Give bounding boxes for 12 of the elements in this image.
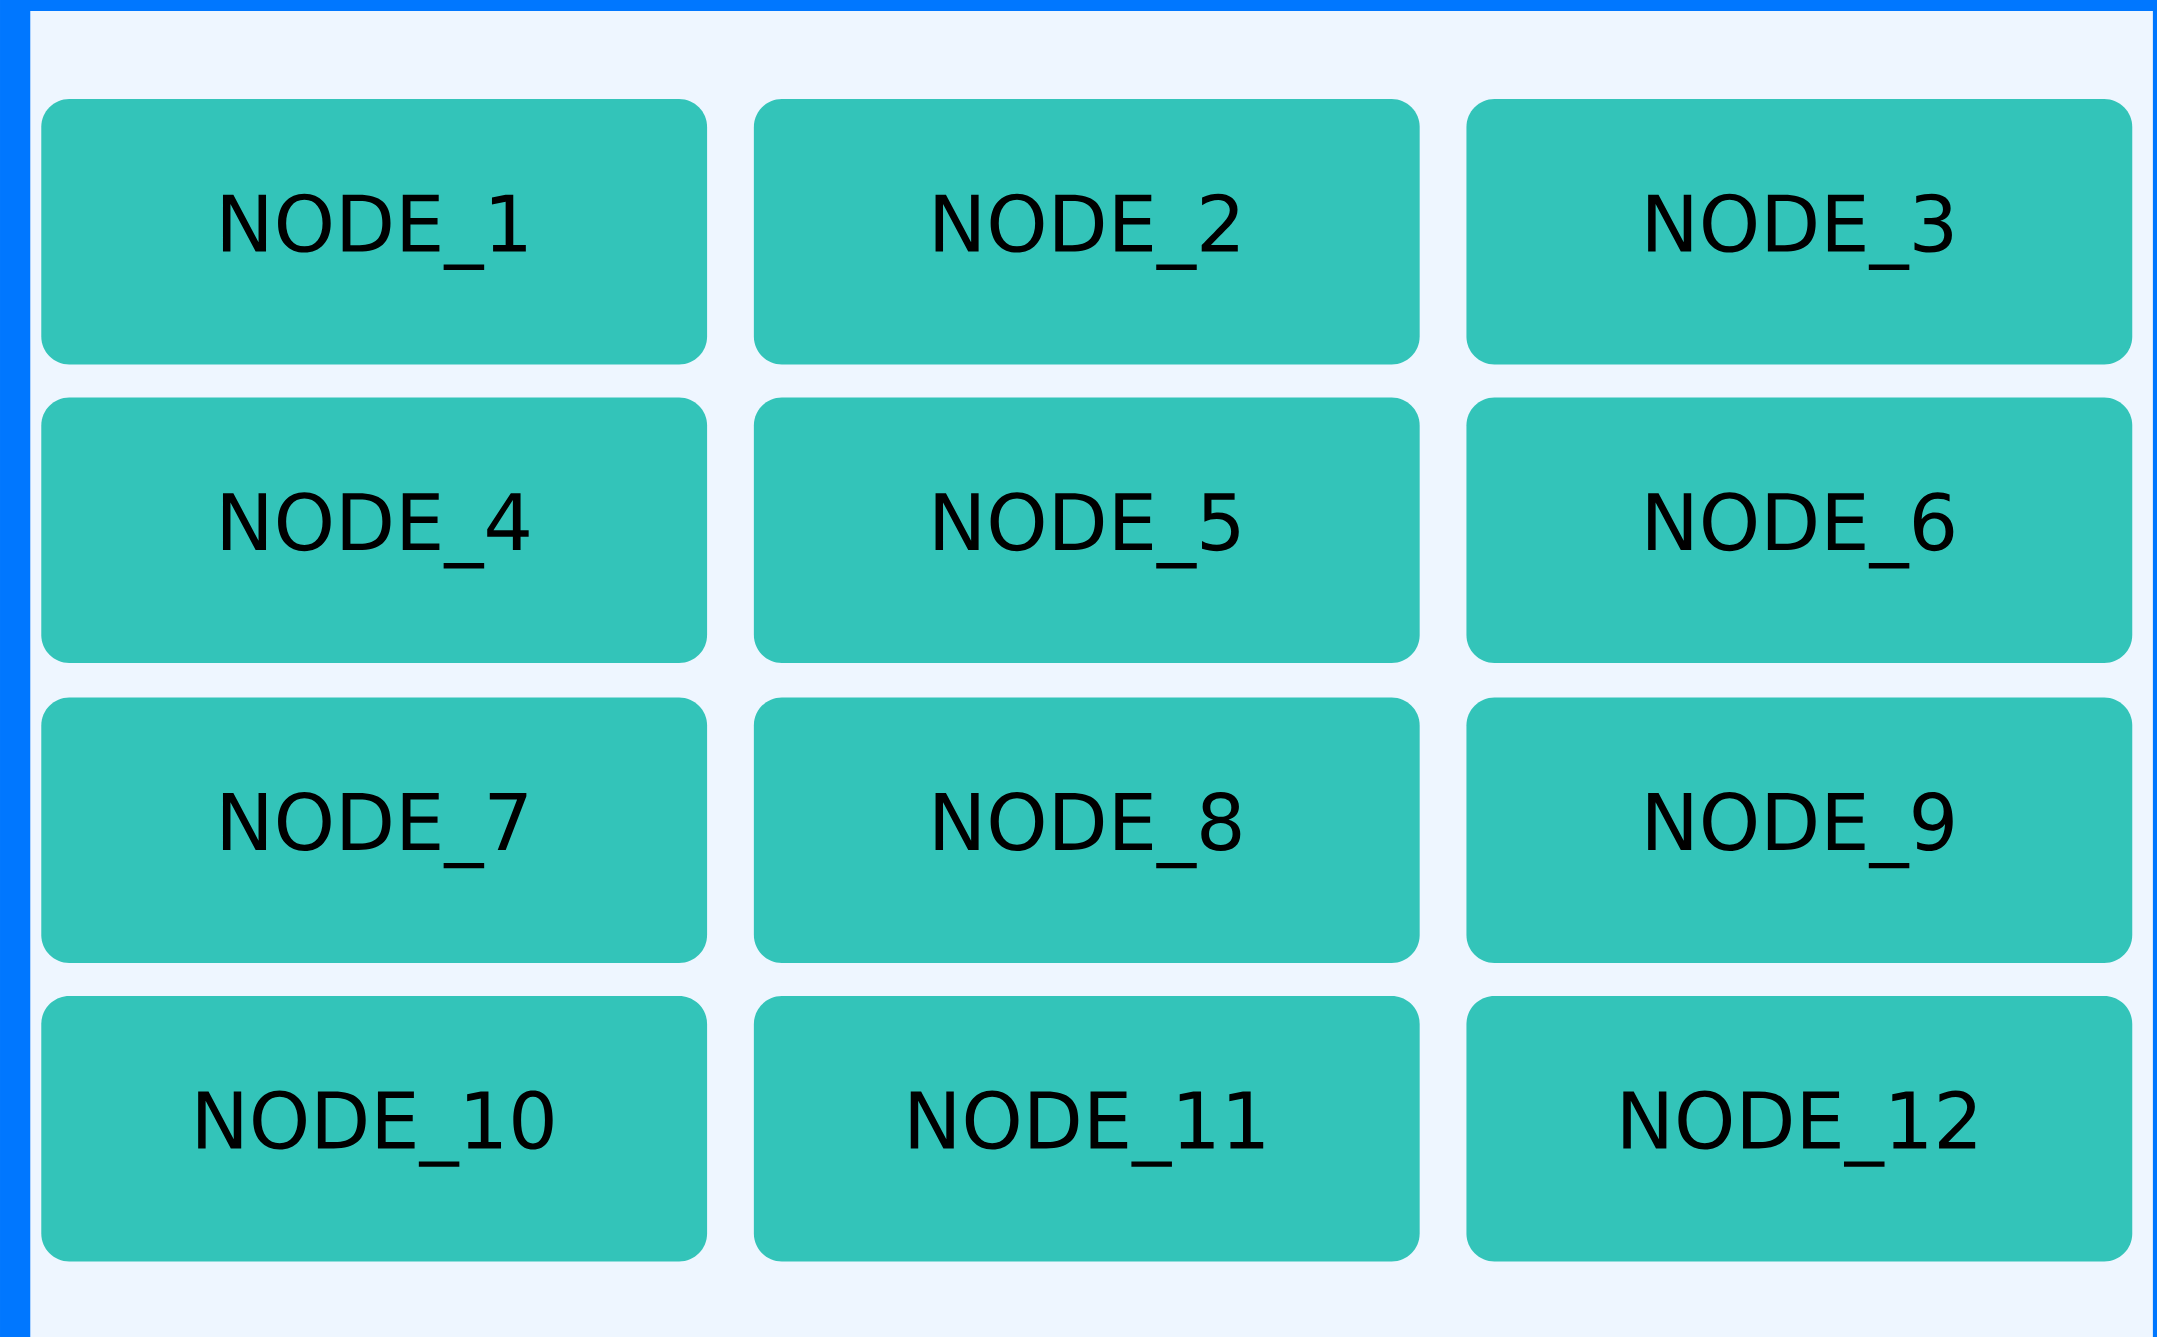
node-box: NODE_2 — [753, 99, 1420, 365]
node-box: NODE_6 — [1466, 397, 2133, 664]
node-box: NODE_1 — [41, 99, 708, 365]
node-box: NODE_8 — [753, 697, 1420, 963]
node-box: NODE_11 — [753, 995, 1420, 1262]
node-box: NODE_12 — [1466, 995, 2133, 1262]
node-box: NODE_10 — [41, 995, 708, 1262]
node-box: NODE_4 — [41, 397, 708, 664]
node-box: NODE_7 — [41, 697, 708, 963]
node-box: NODE_9 — [1466, 697, 2133, 963]
node-box: NODE_3 — [1466, 99, 2133, 365]
node-box: NODE_5 — [753, 397, 1420, 664]
